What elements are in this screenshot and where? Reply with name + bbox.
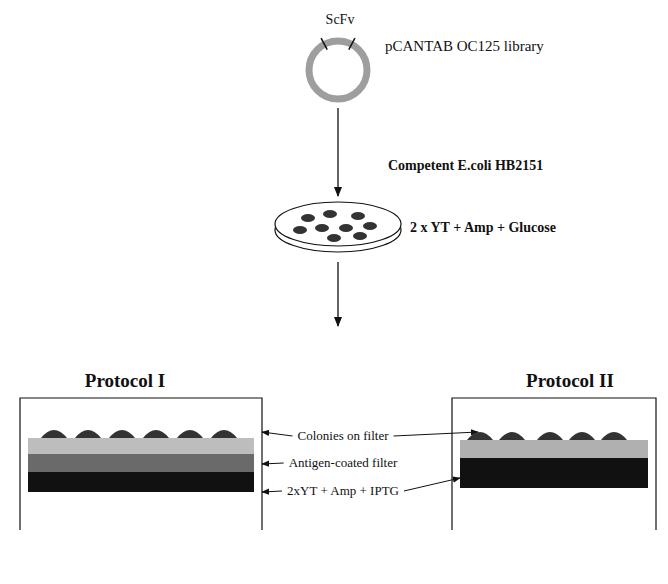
colony [301, 214, 315, 222]
tray-layer [460, 440, 648, 458]
colony [143, 430, 169, 438]
colony [41, 430, 67, 438]
flow-arrow [337, 262, 338, 326]
insert-tick [349, 38, 355, 49]
insert-tick [321, 38, 327, 49]
colony [211, 430, 237, 438]
node-label: ScFv [326, 12, 355, 28]
colony [293, 226, 307, 234]
layer-label: 2xYT + Amp + IPTG [285, 483, 401, 499]
protocol-tray: Protocol I [18, 370, 268, 535]
colony [363, 222, 377, 230]
plasmid-ring [309, 41, 367, 99]
plasmid-circle: ScFv pCANTAB OC125 library [290, 8, 560, 106]
leader-arrow [262, 491, 282, 492]
flow-arrow [337, 108, 338, 196]
tray-layer [460, 458, 648, 488]
tray-layer [28, 472, 254, 492]
leader-arrow [394, 432, 479, 436]
colony [327, 234, 341, 242]
leader-arrow [262, 463, 284, 464]
layer-label: Antigen-coated filter [287, 455, 400, 471]
petri-dish: 2 x YT + Amp + Glucose [270, 196, 570, 258]
protocol-tray: Protocol II [450, 370, 662, 535]
colony [353, 232, 367, 240]
dish-rim [275, 202, 401, 246]
tray-frame [452, 398, 656, 530]
edge-label: Competent E.coli HB2151 [388, 158, 543, 174]
colony [467, 432, 493, 440]
colony [351, 212, 365, 220]
protocol-heading: Protocol II [526, 370, 614, 392]
tray-frame [20, 398, 262, 530]
colony [601, 432, 627, 440]
medium-label: 2 x YT + Amp + Glucose [410, 220, 556, 236]
colony [569, 432, 595, 440]
protocol-heading: Protocol I [85, 370, 165, 392]
leader-arrow [262, 432, 293, 436]
tray-layer [28, 438, 254, 454]
tray-layer [28, 454, 254, 472]
colony [75, 430, 101, 438]
colony [323, 210, 337, 218]
colony [177, 430, 203, 438]
colony [315, 224, 329, 232]
colony [339, 224, 353, 232]
node-figure [18, 370, 268, 535]
colony [109, 430, 135, 438]
colony [537, 432, 563, 440]
node-label: pCANTAB OC125 library [385, 38, 544, 55]
layer-label: Colonies on filter [296, 428, 391, 444]
node-figure [450, 370, 662, 535]
colony [499, 432, 525, 440]
